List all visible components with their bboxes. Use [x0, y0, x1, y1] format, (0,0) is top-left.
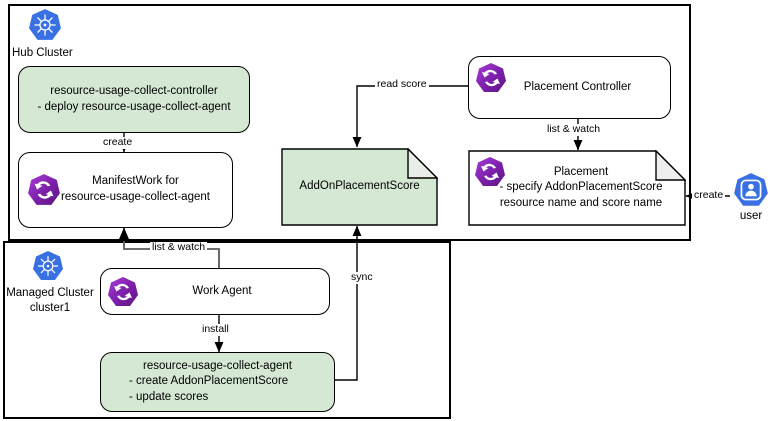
ocm-sync-icon: [107, 276, 139, 308]
edge-label-install: install: [200, 323, 231, 336]
edge-label-create-placement: create: [692, 189, 726, 202]
managed-cluster-label-line1: Managed Cluster: [6, 287, 94, 299]
managed-cluster-frame: [3, 241, 451, 419]
kubernetes-user-icon[interactable]: [733, 172, 769, 208]
node-manifestwork-text: ManifestWork for resource-usage-collect-…: [61, 175, 210, 203]
edge-label-list-watch-manifestwork: list & watch: [150, 241, 208, 254]
node-collect-controller-text: resource-usage-collect-controller - depl…: [37, 84, 231, 113]
edge-label-sync: sync: [349, 271, 375, 284]
ocm-sync-icon: [474, 156, 506, 188]
node-collect-agent[interactable]: resource-usage-collect-agent - create Ad…: [100, 352, 335, 412]
edge-label-create-manifestwork: create: [101, 136, 135, 149]
document-shape: [468, 150, 686, 226]
node-placement[interactable]: Placement - specify AddonPlacementScore …: [468, 150, 686, 226]
node-work-agent-text: Work Agent: [192, 284, 252, 297]
node-addon-placement-score-text: AddOnPlacementScore: [299, 180, 420, 193]
node-placement-controller-text: Placement Controller: [523, 80, 632, 93]
document-shape: [281, 148, 438, 226]
node-manifestwork[interactable]: ManifestWork for resource-usage-collect-…: [18, 152, 233, 228]
node-addon-placement-score[interactable]: AddOnPlacementScore: [281, 148, 438, 226]
node-collect-agent-text: resource-usage-collect-agent - create Ad…: [129, 359, 292, 403]
kubernetes-icon: [32, 250, 64, 282]
user-label: user: [739, 210, 763, 222]
ocm-sync-icon: [27, 173, 61, 207]
edge-label-list-watch-placement: list & watch: [545, 123, 603, 136]
node-placement-text: Placement - specify AddonPlacementScore …: [499, 165, 663, 209]
node-work-agent[interactable]: Work Agent: [100, 268, 330, 315]
edge-label-read-score: read score: [375, 78, 429, 91]
hub-cluster-label: Hub Cluster: [12, 47, 73, 59]
node-collect-controller[interactable]: resource-usage-collect-controller - depl…: [18, 66, 250, 133]
ocm-sync-icon: [475, 62, 507, 94]
node-placement-controller[interactable]: Placement Controller: [468, 56, 671, 119]
kubernetes-icon: [28, 8, 62, 42]
managed-cluster-label-line2: cluster1: [29, 301, 71, 314]
managed-cluster-label: Managed Cluster cluster1: [2, 286, 98, 316]
